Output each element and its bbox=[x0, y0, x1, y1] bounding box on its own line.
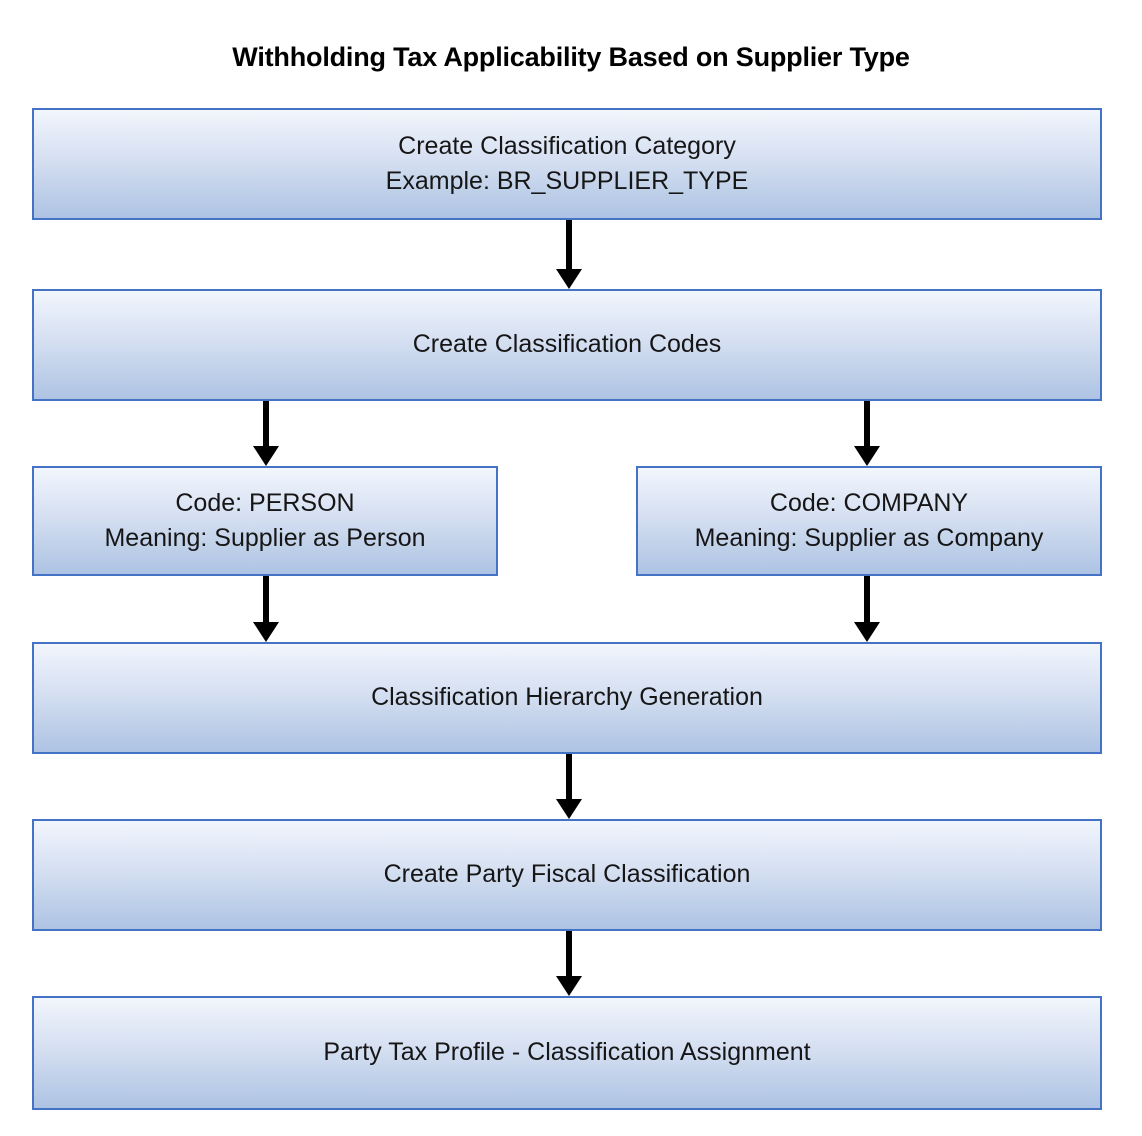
node-label: Classification Hierarchy Generation bbox=[361, 680, 773, 716]
arrow-codes-to-person bbox=[253, 401, 279, 466]
arrow-head-icon bbox=[854, 622, 880, 642]
arrow-codes-to-company bbox=[854, 401, 880, 466]
node-label-line1: Create Classification Category bbox=[398, 131, 736, 160]
node-label: Create Classification Category Example: … bbox=[376, 129, 759, 200]
node-label-line1: Create Classification Codes bbox=[412, 330, 722, 359]
node-label: Code: PERSON Meaning: Supplier as Person bbox=[94, 486, 435, 557]
node-label-line2: Meaning: Supplier as Company bbox=[694, 524, 1044, 552]
node-label: Code: COMPANY Meaning: Supplier as Compa… bbox=[685, 486, 1054, 557]
arrow-shaft bbox=[263, 401, 269, 446]
node-label: Create Party Fiscal Classification bbox=[374, 857, 761, 893]
arrow-category-to-codes bbox=[556, 220, 582, 289]
arrow-head-icon bbox=[556, 976, 582, 996]
node-label-line1: Code: PERSON bbox=[175, 488, 355, 517]
node-create-party-fiscal-classification[interactable]: Create Party Fiscal Classification bbox=[32, 819, 1102, 931]
arrow-hierarchy-to-fiscal bbox=[556, 754, 582, 819]
arrow-head-icon bbox=[253, 446, 279, 466]
node-label-line1: Create Party Fiscal Classification bbox=[383, 860, 751, 889]
node-label: Party Tax Profile - Classification Assig… bbox=[313, 1035, 820, 1071]
page-title: Withholding Tax Applicability Based on S… bbox=[232, 42, 910, 72]
node-create-classification-category[interactable]: Create Classification Category Example: … bbox=[32, 108, 1102, 220]
node-label-line1: Party Tax Profile - Classification Assig… bbox=[323, 1038, 811, 1067]
node-create-classification-codes[interactable]: Create Classification Codes bbox=[32, 289, 1102, 401]
node-label-line1: Code: COMPANY bbox=[769, 488, 969, 517]
arrow-head-icon bbox=[854, 446, 880, 466]
node-label-line2: Example: BR_SUPPLIER_TYPE bbox=[385, 167, 749, 195]
node-code-person[interactable]: Code: PERSON Meaning: Supplier as Person bbox=[32, 466, 498, 576]
node-classification-hierarchy-generation[interactable]: Classification Hierarchy Generation bbox=[32, 642, 1102, 754]
node-code-company[interactable]: Code: COMPANY Meaning: Supplier as Compa… bbox=[636, 466, 1102, 576]
arrow-shaft bbox=[864, 576, 870, 622]
arrow-shaft bbox=[566, 220, 572, 269]
arrow-head-icon bbox=[556, 799, 582, 819]
arrow-fiscal-to-profile bbox=[556, 931, 582, 996]
arrow-shaft bbox=[566, 754, 572, 799]
node-party-tax-profile-classification-assignment[interactable]: Party Tax Profile - Classification Assig… bbox=[32, 996, 1102, 1110]
node-label: Create Classification Codes bbox=[403, 327, 731, 363]
arrow-person-to-hierarchy bbox=[253, 576, 279, 642]
node-label-line1: Classification Hierarchy Generation bbox=[371, 683, 763, 712]
arrow-shaft bbox=[864, 401, 870, 446]
arrow-shaft bbox=[263, 576, 269, 622]
arrow-company-to-hierarchy bbox=[854, 576, 880, 642]
arrow-shaft bbox=[566, 931, 572, 976]
node-label-line2: Meaning: Supplier as Person bbox=[104, 524, 426, 552]
arrow-head-icon bbox=[556, 269, 582, 289]
arrow-head-icon bbox=[253, 622, 279, 642]
